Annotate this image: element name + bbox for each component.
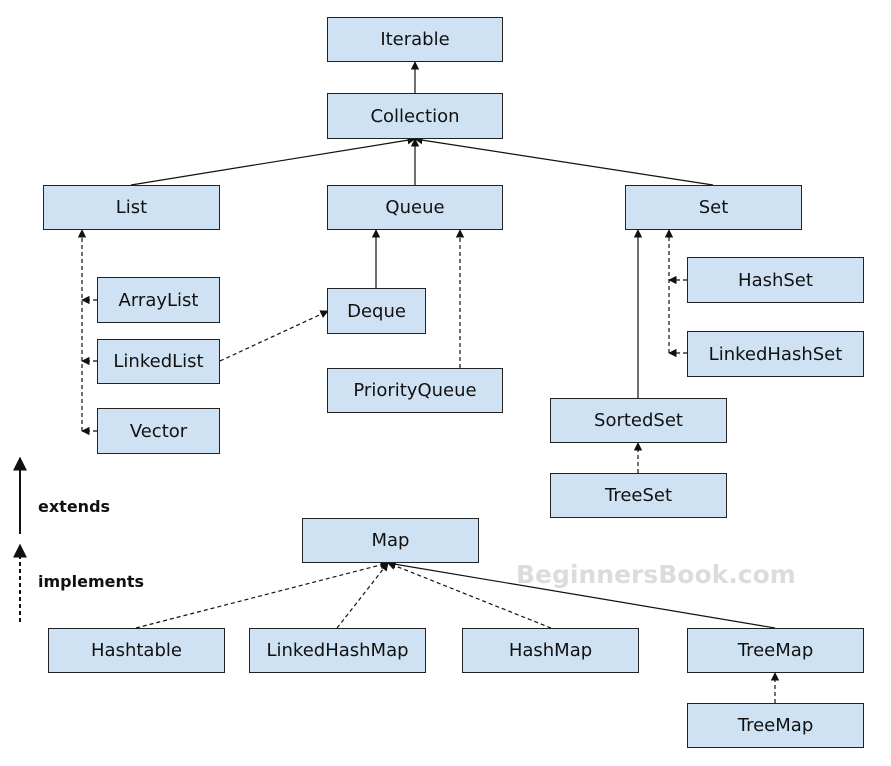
- node-hashtable: Hashtable: [48, 628, 225, 673]
- edge-hashmap-map: [387, 561, 552, 629]
- edge-linkedlist-deque: [219, 310, 329, 362]
- legend-implements-label: implements: [38, 572, 145, 591]
- node-linkedhashset: LinkedHashSet: [687, 331, 864, 377]
- edge-set-collection: [414, 136, 714, 186]
- legend-extends-label: extends: [38, 497, 111, 516]
- node-priorityqueue: PriorityQueue: [327, 368, 503, 413]
- node-list: List: [43, 185, 220, 230]
- node-treemap: TreeMap: [687, 628, 864, 673]
- watermark: BeginnersBook.com: [516, 560, 796, 589]
- node-treeset: TreeSet: [550, 473, 727, 518]
- node-hashset: HashSet: [687, 257, 864, 303]
- node-sortedset: SortedSet: [550, 398, 727, 443]
- node-linkedlist: LinkedList: [97, 339, 220, 384]
- node-arraylist: ArrayList: [97, 277, 220, 323]
- node-linkedhashmap: LinkedHashMap: [249, 628, 426, 673]
- node-map: Map: [302, 518, 479, 563]
- edge-treemap-map: [387, 560, 776, 629]
- edge-list-collection: [130, 136, 416, 186]
- edge-hashtable-map: [135, 560, 389, 629]
- node-queue: Queue: [327, 185, 503, 230]
- node-collection: Collection: [327, 93, 503, 139]
- node-hashmap: HashMap: [462, 628, 639, 673]
- edge-linkedhashmap-map: [336, 562, 389, 629]
- node-deque: Deque: [327, 288, 426, 334]
- node-set: Set: [625, 185, 802, 230]
- node-vector: Vector: [97, 408, 220, 454]
- node-treemap-bottom: TreeMap: [687, 703, 864, 748]
- node-iterable: Iterable: [327, 17, 503, 62]
